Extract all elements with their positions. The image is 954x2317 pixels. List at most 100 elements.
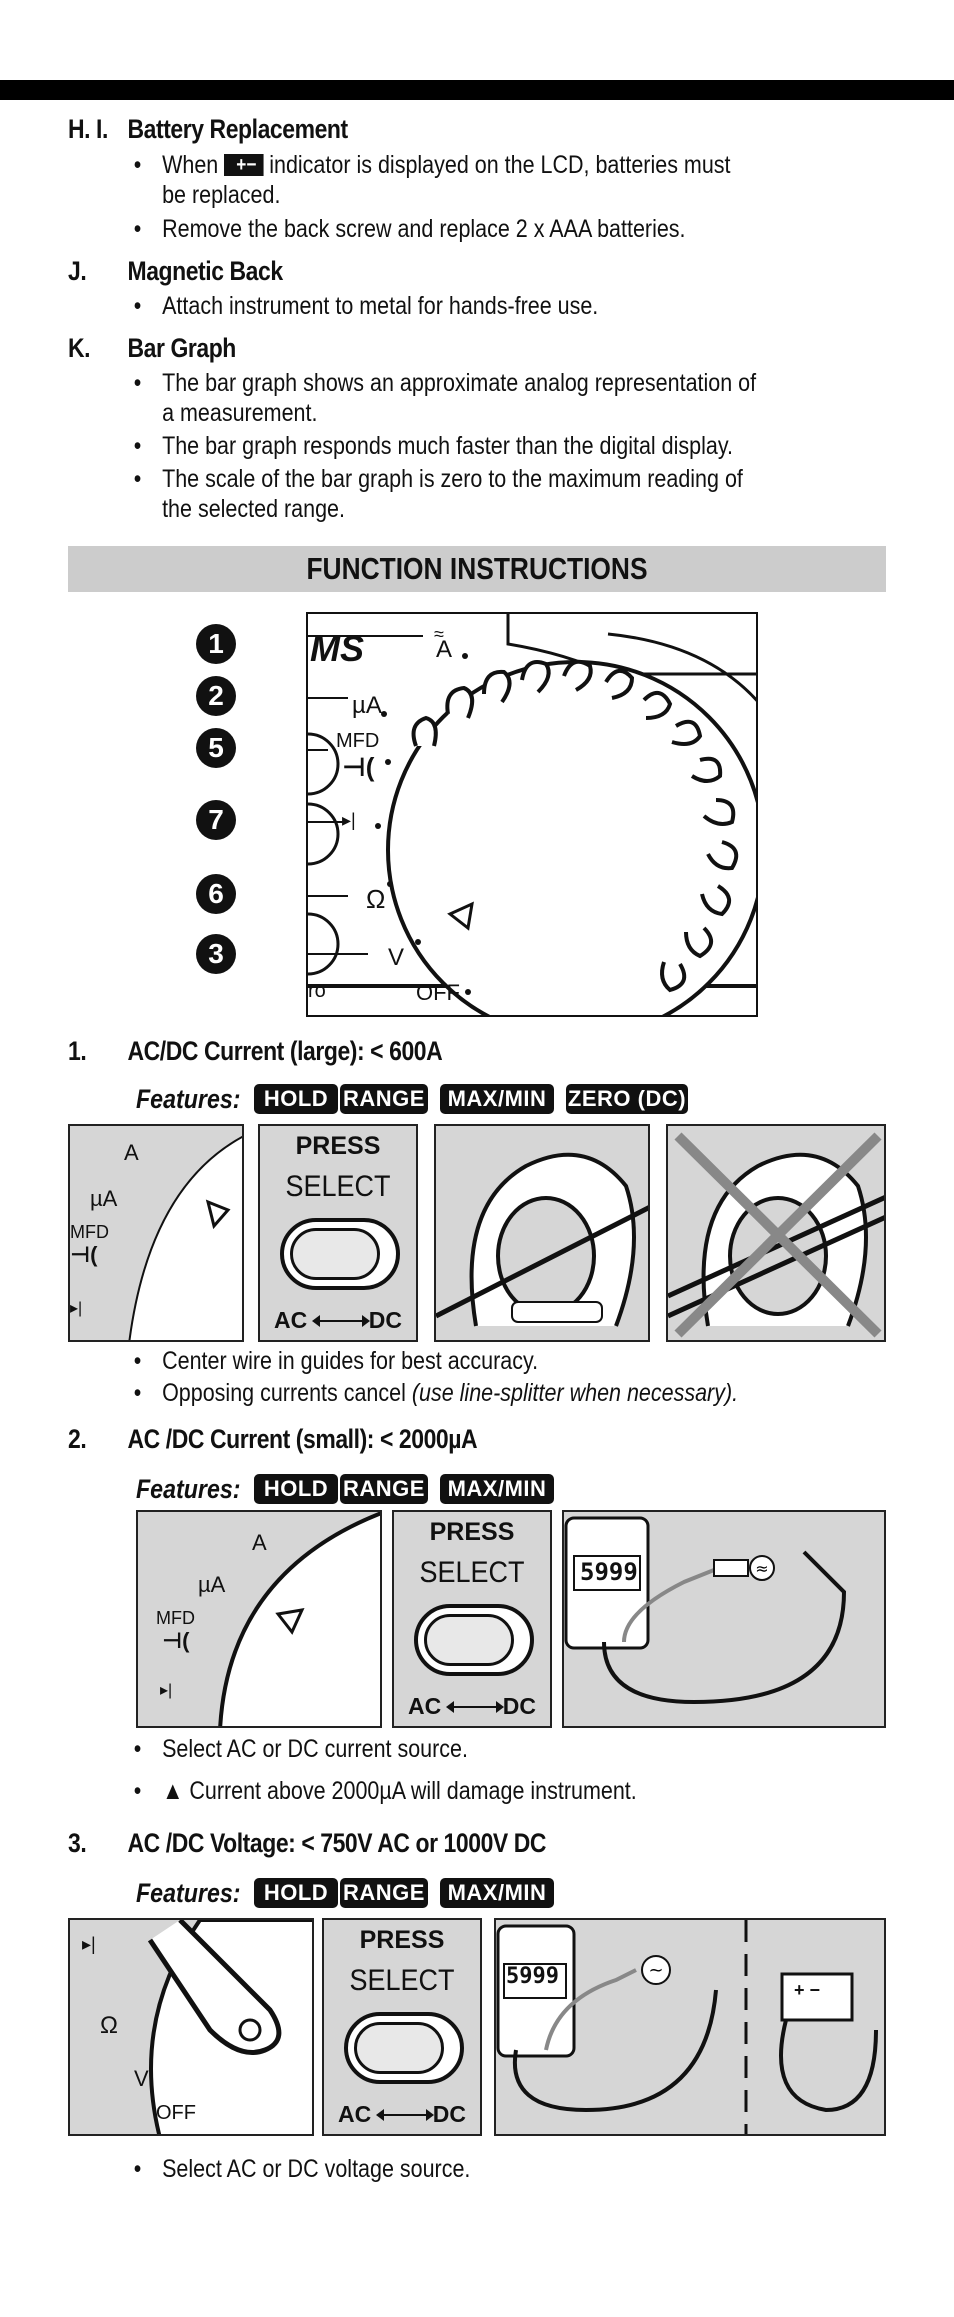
feature-tag-range: RANGE (340, 1084, 428, 1114)
item-title: AC /DC Voltage: < 750V AC or 1000V DC (127, 1828, 547, 1858)
section-title: Battery Replacement (127, 114, 349, 144)
callout-6: 6 (196, 874, 236, 914)
clamp-wire-wrong-panel (666, 1124, 886, 1342)
diode-icon: ▸| (160, 1682, 173, 1699)
bullet-text: Current above 2000µA will damage instrum… (189, 1777, 637, 1805)
dial-label-ohms: Ω (100, 2012, 118, 2039)
dial-label-partial: ro (308, 980, 326, 1002)
item-2-heading: 2. AC /DC Current (small): < 2000µA (68, 1424, 478, 1455)
bullet-text: Remove the back screw and replace 2 x AA… (162, 215, 686, 243)
section-k-heading: K. Bar Graph (68, 333, 236, 364)
bullet-text-b: indicator is displayed on the LCD, batte… (162, 151, 731, 209)
select-label: SELECT (349, 1964, 455, 1997)
function-instructions-band: FUNCTION INSTRUCTIONS (68, 546, 886, 592)
dial-label-off: OFF (156, 2102, 196, 2124)
battery-indicator-icon: +− (224, 154, 264, 176)
item-title: AC/DC Current (large): < 600A (127, 1036, 443, 1066)
feature-tag-range: RANGE (340, 1878, 428, 1908)
press-select-panel-1: PRESS SELECT AC DC (258, 1124, 418, 1342)
section-title: Bar Graph (127, 333, 237, 363)
callout-2: 2 (196, 676, 236, 716)
bullet-battery-indicator: • When +− indicator is displayed on the … (133, 151, 731, 209)
bullet-italic-text: (use line-splitter when necessary). (411, 1379, 739, 1407)
section-label: J. (68, 256, 87, 286)
bullet-select-current: •Select AC or DC current source. (134, 1734, 757, 1764)
callout-7: 7 (196, 800, 236, 840)
press-label: PRESS (295, 1132, 381, 1160)
select-button[interactable] (344, 2012, 464, 2084)
features-label: Features: (136, 1878, 241, 1908)
bullet-text: The bar graph responds much faster than … (162, 432, 733, 460)
select-label: SELECT (285, 1170, 391, 1203)
bullet-bar-graph-1: •The bar graph shows an approximate anal… (133, 369, 757, 427)
dial-detail-panel-1: A µA MFD ⊣( ▸| (68, 1124, 244, 1342)
select-button[interactable] (280, 1218, 400, 1290)
svg-text:≈: ≈ (755, 1559, 768, 1578)
bullet-opposing-currents: •Opposing currents cancel (use line-spli… (133, 1379, 739, 1407)
feature-tag-maxmin: MAX/MIN (440, 1878, 554, 1908)
bullet-text-a: When (162, 151, 219, 179)
press-select-panel-3: PRESS SELECT AC DC (322, 1918, 482, 2136)
ac-dc-arrow-icon (376, 2109, 434, 2121)
capacitor-icon: ⊣( (70, 1242, 98, 1267)
brand-text: MS (310, 628, 364, 669)
bullet-text: Center wire in guides for best accuracy. (162, 1347, 539, 1375)
capacitor-icon: ⊣( (342, 752, 375, 782)
select-button[interactable] (414, 1604, 534, 1676)
bullet-magnetic: •Attach instrument to metal for hands-fr… (134, 291, 757, 321)
bullet-remove-screw: •Remove the back screw and replace 2 x A… (134, 214, 757, 244)
diode-icon: ▸| (82, 1934, 96, 1954)
rotary-dial-diagram: MS A ≈ µA MFD ⊣( ▸| Ω V OFF ro (306, 612, 758, 1017)
feature-tag-hold: HOLD (254, 1084, 338, 1114)
bullet-select-voltage: •Select AC or DC voltage source. (134, 2154, 757, 2184)
bullet-text: Select AC or DC voltage source. (162, 2155, 471, 2183)
item-number: 2. (68, 1424, 87, 1454)
features-label: Features: (136, 1084, 241, 1114)
callout-1: 1 (196, 624, 236, 664)
section-hi-heading: H. I. Battery Replacement (68, 114, 348, 145)
svg-text:~: ~ (648, 1960, 663, 1981)
section-label: H. I. (68, 114, 108, 144)
feature-tag-hold: HOLD (254, 1878, 338, 1908)
meter-circuit-drawing: ≈ (564, 1516, 847, 1705)
ac-label: AC (408, 1693, 442, 1719)
item-title: AC /DC Current (small): < 2000µA (127, 1424, 478, 1454)
lcd-reading: 5999 (506, 1964, 559, 1989)
dial-arc-drawing (128, 1135, 242, 1340)
bullet-text: Select AC or DC current source. (162, 1735, 468, 1763)
dial-label-amps: A (124, 1140, 139, 1165)
feature-tag-zero-dc: ZERO (DC) (566, 1084, 688, 1114)
bullet-bar-graph-2: •The bar graph responds much faster than… (134, 431, 757, 461)
feature-tag-hold: HOLD (254, 1474, 338, 1504)
section-j-heading: J. Magnetic Back (68, 256, 283, 287)
warning-icon: ▲ (162, 1777, 184, 1805)
press-select-panel-2: PRESS SELECT AC DC (392, 1510, 552, 1728)
section-label: K. (68, 333, 91, 363)
bullet-warning-current: •▲ Current above 2000µA will damage inst… (133, 1777, 637, 1805)
dial-label-ohms: Ω (366, 884, 386, 914)
diode-continuity-icon: ▸| (342, 810, 356, 830)
dial-arc-drawing (218, 1512, 380, 1726)
dial-label-microamps: µA (90, 1186, 118, 1211)
section-title: Magnetic Back (127, 256, 284, 286)
dial-detail-panel-3: ▸| Ω V OFF (68, 1918, 314, 2136)
dial-label-volts: V (388, 944, 405, 971)
dial-label-mfd: MFD (336, 730, 380, 752)
press-label: PRESS (429, 1518, 515, 1546)
bullet-text: The bar graph shows an approximate analo… (162, 369, 757, 427)
item-1-heading: 1.AC/DC Current (large): < 600A (68, 1036, 443, 1067)
dial-label-amps: A (252, 1530, 267, 1555)
dial-label-microamps: µA (198, 1572, 226, 1597)
diode-icon: ▸| (70, 1300, 83, 1317)
dial-detail-panel-2: A µA MFD ⊣( ▸| (136, 1510, 382, 1728)
item-3-heading: 3.AC /DC Voltage: < 750V AC or 1000V DC (68, 1828, 546, 1859)
dc-label: DC (368, 1307, 402, 1333)
dial-pointer-drawing (147, 1920, 312, 2134)
voltage-wiring-panel: ~ 5999 + − (494, 1918, 886, 2136)
dial-label-volts: V (134, 2066, 149, 2091)
ac-label: AC (274, 1307, 308, 1333)
feature-tag-maxmin: MAX/MIN (440, 1084, 554, 1114)
ac-dc-mark-icon: ≈ (434, 624, 444, 644)
dial-drawing (308, 614, 756, 1015)
bullet-text: Attach instrument to metal for hands-fre… (162, 292, 599, 320)
